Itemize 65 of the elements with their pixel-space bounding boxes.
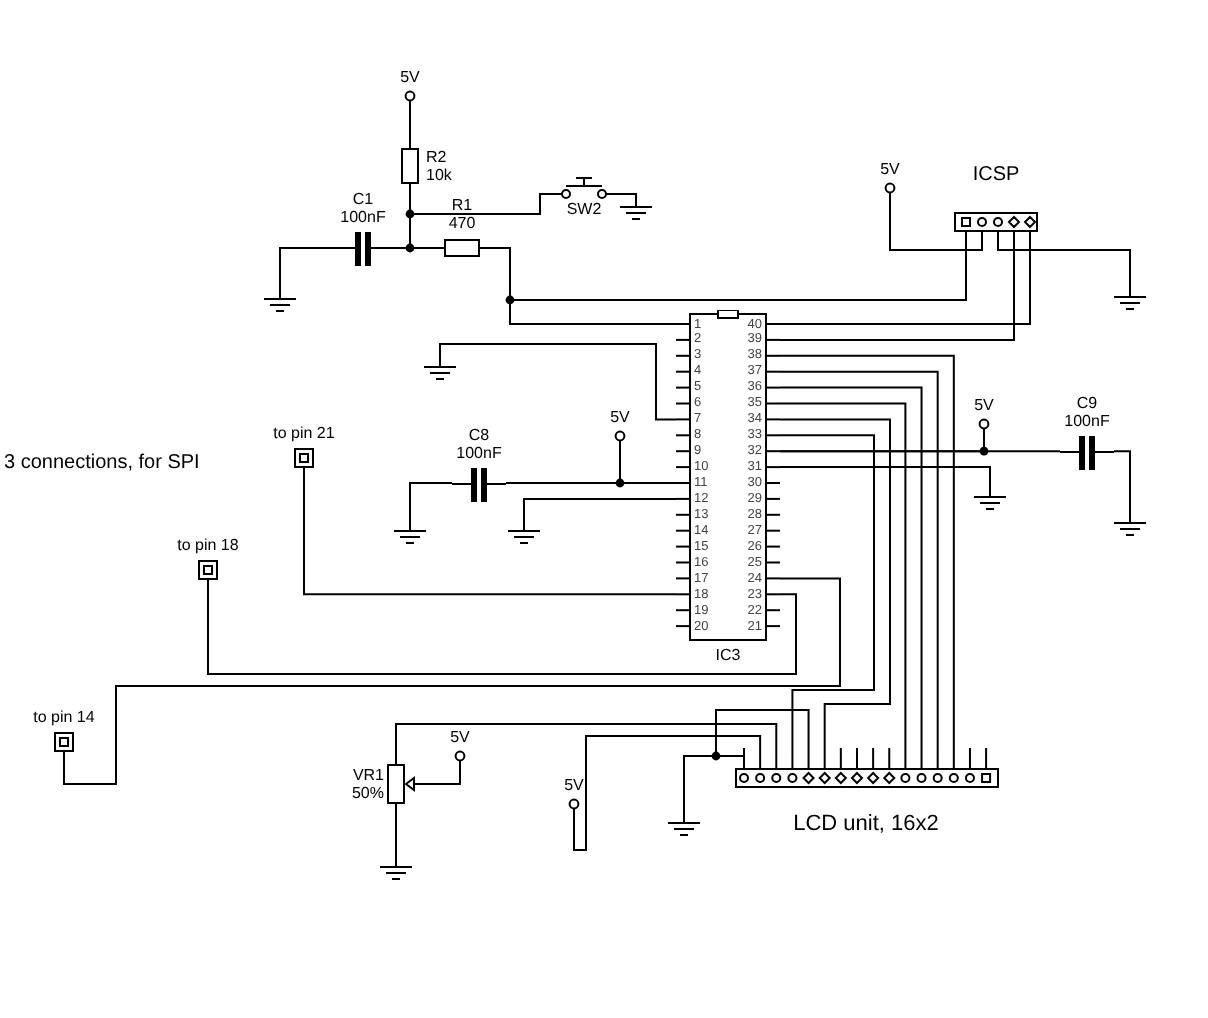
wire: [889, 195, 983, 251]
component-label: 470: [448, 214, 476, 232]
capacitor: [1060, 393, 1114, 470]
component-label: LCD unit, 16x2: [793, 812, 939, 838]
ground-symbol: [394, 524, 426, 544]
voltage-label: 5V: [880, 160, 900, 178]
component-label: 50%: [351, 784, 384, 802]
component-label: 100nF: [456, 443, 502, 461]
wire: [779, 233, 1031, 325]
voltage-label: 5V: [564, 776, 584, 794]
wire: [779, 431, 985, 453]
wire: [1113, 450, 1131, 517]
component-label: R2: [426, 148, 449, 166]
component-label: C9: [1076, 393, 1098, 412]
capacitor: [452, 425, 506, 501]
ground-symbol: [974, 490, 1006, 510]
wire: [207, 581, 797, 675]
connector-label: to pin 21: [273, 424, 335, 442]
voltage-label: 5V: [974, 396, 994, 414]
ground-symbol: [1114, 290, 1146, 310]
component-label: 100nF: [340, 208, 386, 226]
ground-symbol: [668, 816, 700, 836]
wire: [409, 187, 557, 215]
ground-symbol: [620, 200, 652, 220]
wire: [303, 469, 677, 596]
wire: [779, 434, 875, 749]
wire: [779, 402, 907, 749]
ground-symbol: [424, 360, 456, 380]
voltage-label: 5V: [400, 68, 420, 86]
ground-symbol: [508, 524, 540, 544]
component-label: VR1: [352, 766, 384, 784]
pin-header: [952, 164, 1040, 234]
wire: [409, 482, 453, 525]
connector-label: to pin 18: [177, 536, 239, 554]
wire: [779, 233, 1015, 341]
resistor: [440, 196, 484, 258]
component-label: SW2: [566, 200, 602, 218]
voltage-label: 5V: [610, 408, 630, 426]
component-label: 100nF: [1064, 411, 1110, 430]
component-label: ICSP: [972, 164, 1020, 188]
wire: [439, 343, 677, 421]
wire: [279, 247, 337, 293]
wire: [395, 723, 778, 761]
wire: [573, 735, 762, 851]
voltage-label: 5V: [450, 728, 470, 746]
component-label: C1: [352, 190, 374, 208]
note-text: 3 connections, for SPI: [4, 452, 202, 476]
wire: [611, 193, 637, 201]
wire: [63, 577, 841, 785]
component-label: R1: [451, 196, 473, 214]
wire: [427, 763, 461, 785]
ground-symbol: [380, 860, 412, 880]
wire: [997, 233, 1131, 291]
wire: [395, 807, 397, 861]
wire: [779, 466, 991, 491]
ground-symbol: [264, 292, 296, 312]
connector-label: to pin 14: [33, 708, 95, 726]
capacitor: [336, 190, 390, 266]
wire: [779, 418, 891, 749]
component-label: C8: [468, 425, 490, 443]
wire: [523, 497, 677, 525]
ground-symbol: [1114, 516, 1146, 536]
wire: [409, 103, 411, 145]
component-label: 10k: [426, 166, 452, 184]
component-label: IC3: [715, 646, 741, 664]
